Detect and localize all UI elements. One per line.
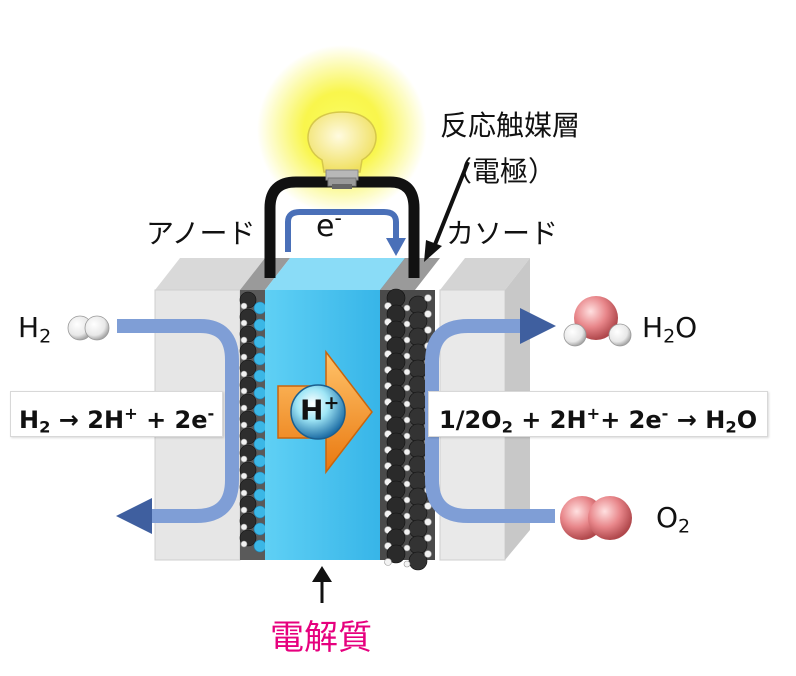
catalyst-particle (253, 301, 267, 315)
catalyst-layer-label: 反応触媒層 (440, 109, 581, 142)
cathode-label: カソード (446, 217, 559, 250)
catalyst-particle (253, 352, 267, 366)
catalyst-particle (240, 438, 248, 446)
catalyst-particle (253, 454, 267, 468)
h2o-flow-arrowhead (520, 308, 556, 344)
catalyst-particle (408, 551, 428, 571)
catalyst-particle (240, 336, 248, 344)
catalyst-particle (253, 471, 267, 485)
catalyst-particle (424, 550, 432, 558)
catalyst-particle (384, 558, 392, 566)
h2-flow-arrow (117, 319, 239, 523)
electrolyte-label: 電解質 (270, 618, 372, 658)
catalyst-particle (403, 368, 411, 376)
catalyst-particle (240, 421, 248, 429)
electron-label: e- (316, 206, 342, 245)
catalyst-particle (240, 540, 248, 548)
h2o-label: H2O (642, 311, 698, 348)
catalyst-particle (240, 319, 248, 327)
catalyst-particle (253, 318, 267, 332)
catalyst-callout-arrowhead (424, 240, 442, 262)
electrolyte-pointer-arrowhead (312, 566, 332, 582)
catalyst-particle (253, 369, 267, 383)
catalyst-particle (403, 528, 411, 536)
anode-reaction-equation: H2 → 2H+ + 2e- (10, 391, 224, 437)
catalyst-particle (240, 523, 248, 531)
electron-flow-arrow (285, 209, 399, 252)
catalyst-particle (403, 384, 411, 392)
catalyst-particle (240, 506, 248, 514)
catalyst-particle (240, 455, 248, 463)
catalyst-particle (240, 489, 248, 497)
catalyst-particle (403, 400, 411, 408)
oxygen-molecule-icon (560, 496, 632, 540)
catalyst-particle (253, 335, 267, 349)
catalyst-particle (424, 534, 432, 542)
catalyst-particle (403, 320, 411, 328)
catalyst-particle (240, 370, 248, 378)
catalyst-callout-line (430, 161, 470, 253)
catalyst-particle (424, 326, 432, 334)
h2-label: H2 (18, 311, 52, 348)
catalyst-particle (253, 488, 267, 502)
catalyst-particle (424, 310, 432, 318)
catalyst-particle (403, 544, 411, 552)
catalyst-particle (240, 387, 248, 395)
catalyst-particle (386, 544, 406, 564)
catalyst-particle (253, 505, 267, 519)
catalyst-particle (253, 403, 267, 417)
h2-flow-arrowhead (116, 498, 152, 534)
cathode-reaction-equation: 1/2O2 + 2H++ 2e- → H2O (428, 391, 769, 437)
catalyst-particle (424, 294, 432, 302)
catalyst-particle (253, 437, 267, 451)
catalyst-particle (403, 416, 411, 424)
water-molecule-icon (563, 296, 632, 347)
catalyst-particle (424, 518, 432, 526)
catalyst-particle (403, 496, 411, 504)
hydrogen-molecule-icon (67, 315, 110, 341)
catalyst-particle (403, 560, 411, 568)
catalyst-particle (403, 336, 411, 344)
proton-label: H+ (300, 392, 340, 427)
catalyst-particle (240, 472, 248, 480)
catalyst-particle (253, 386, 267, 400)
catalyst-particle (403, 304, 411, 312)
catalyst-particle (253, 420, 267, 434)
catalyst-particle (403, 352, 411, 360)
catalyst-particle (403, 464, 411, 472)
catalyst-particle (240, 302, 248, 310)
catalyst-particle (240, 404, 248, 412)
electrode-label: （電極） (444, 155, 557, 188)
anode-catalyst-layer (239, 258, 290, 560)
catalyst-particle (403, 512, 411, 520)
electron-arrowhead (386, 238, 406, 256)
catalyst-particle (403, 448, 411, 456)
catalyst-particle (253, 539, 267, 553)
proton-arrow-icon (277, 349, 373, 475)
catalyst-particle (403, 480, 411, 488)
catalyst-particle (403, 432, 411, 440)
lightbulb-icon (307, 111, 377, 189)
o2-label: O2 (656, 501, 691, 538)
catalyst-particle (240, 353, 248, 361)
anode-label: アノード (146, 217, 256, 250)
catalyst-particle (253, 522, 267, 536)
